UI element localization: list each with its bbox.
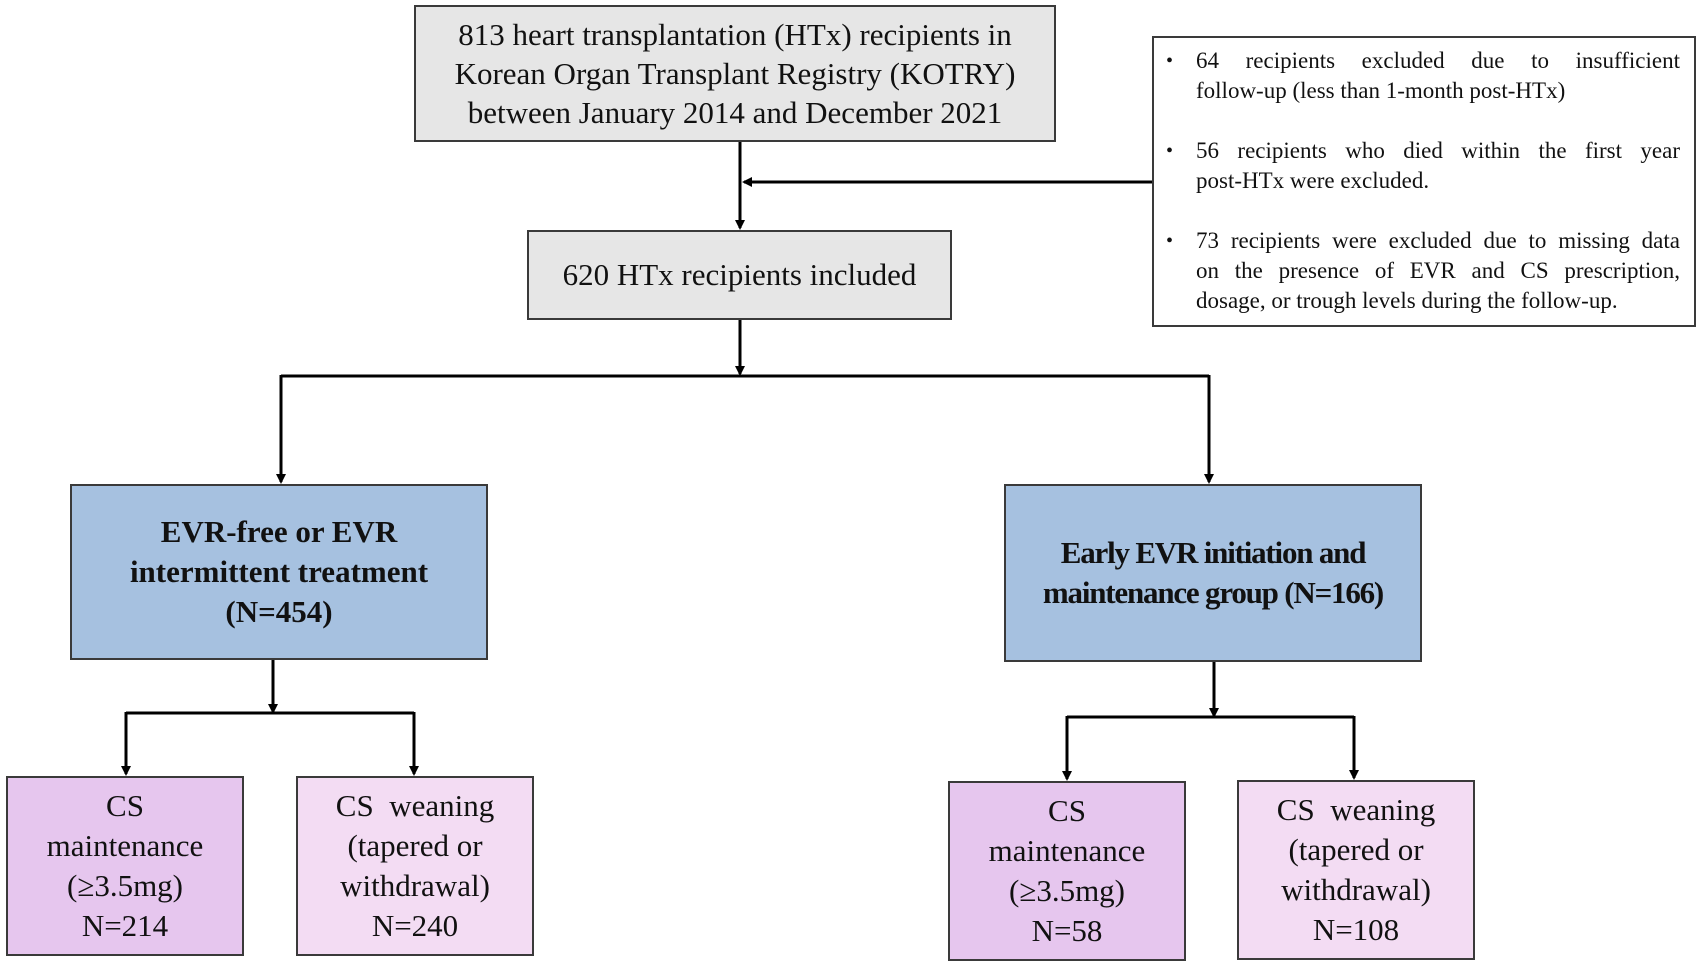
bullet-icon: •: [1166, 140, 1174, 162]
exclusion-item-1-line-1: 64 recipients excluded due to insufficie…: [1196, 48, 1680, 73]
right-cs-maintenance-box: CS maintenance (≥3.5mg) N=58: [948, 781, 1186, 961]
right-cs-maintenance-line-1: CS: [1048, 793, 1086, 828]
left-cs-maintenance-box: CS maintenance (≥3.5mg) N=214: [6, 776, 244, 956]
left-cs-weaning-line-3: withdrawal): [340, 868, 490, 903]
exclusion-item-2-line-1: 56 recipients who died within the first …: [1196, 138, 1680, 163]
included-population-text: 620 HTx recipients included: [562, 257, 917, 292]
evr-free-group-line-3: (N=454): [225, 594, 333, 629]
included-population-box: 620 HTx recipients included: [527, 230, 952, 320]
early-evr-group-line-1: Early EVR initiation and: [1060, 535, 1367, 570]
source-population-line-3: between January 2014 and December 2021: [467, 95, 1003, 130]
right-cs-maintenance-line-3: (≥3.5mg): [1008, 873, 1126, 908]
exclusion-item: • 64 recipients excluded due to insuffic…: [1166, 46, 1680, 106]
left-cs-weaning-line-1: CS weaning: [335, 788, 495, 823]
exclusion-criteria-box: • 64 recipients excluded due to insuffic…: [1152, 36, 1696, 327]
left-cs-maintenance-line-1: CS: [106, 788, 144, 823]
right-cs-weaning-count: N=108: [1312, 912, 1400, 947]
evr-free-group-line-2: intermittent treatment: [129, 554, 429, 589]
source-population-line-1: 813 heart transplantation (HTx) recipien…: [458, 17, 1012, 52]
left-cs-weaning-line-2: (tapered or: [347, 828, 483, 863]
left-cs-maintenance-count: N=214: [81, 908, 169, 943]
right-cs-weaning-line-3: withdrawal): [1281, 872, 1431, 907]
exclusion-item-2-line-2: post-HTx were excluded.: [1196, 168, 1430, 193]
source-population-line-2: Korean Organ Transplant Registry (KOTRY): [454, 56, 1016, 91]
exclusion-item-3-line-2: on the presence of EVR and CS prescripti…: [1196, 258, 1680, 283]
right-cs-maintenance-line-2: maintenance: [988, 833, 1146, 868]
source-population-box: 813 heart transplantation (HTx) recipien…: [414, 5, 1056, 142]
exclusion-item: • 56 recipients who died within the firs…: [1166, 136, 1680, 196]
exclusion-item-3-line-3: dosage, or trough levels during the foll…: [1196, 288, 1618, 313]
left-cs-maintenance-line-3: (≥3.5mg): [66, 868, 184, 903]
right-cs-weaning-line-2: (tapered or: [1288, 832, 1424, 867]
left-cs-maintenance-line-2: maintenance: [46, 828, 204, 863]
exclusion-item-1-line-2: follow-up (less than 1-month post-HTx): [1196, 78, 1566, 103]
right-cs-weaning-box: CS weaning (tapered or withdrawal) N=108: [1237, 780, 1475, 960]
exclusion-item-3-line-1: 73 recipients were excluded due to missi…: [1196, 228, 1680, 253]
early-evr-group-line-2: maintenance group (N=166): [1042, 575, 1384, 610]
bullet-icon: •: [1166, 230, 1174, 252]
left-cs-weaning-count: N=240: [371, 908, 459, 943]
right-cs-maintenance-count: N=58: [1031, 913, 1103, 948]
exclusion-item: • 73 recipients were excluded due to mis…: [1166, 226, 1680, 316]
right-cs-weaning-line-1: CS weaning: [1276, 792, 1436, 827]
early-evr-group-box: Early EVR initiation and maintenance gro…: [1004, 484, 1422, 662]
evr-free-group-box: EVR-free or EVR intermittent treatment (…: [70, 484, 488, 660]
evr-free-group-line-1: EVR-free or EVR: [160, 514, 398, 549]
left-cs-weaning-box: CS weaning (tapered or withdrawal) N=240: [296, 776, 534, 956]
bullet-icon: •: [1166, 50, 1174, 72]
